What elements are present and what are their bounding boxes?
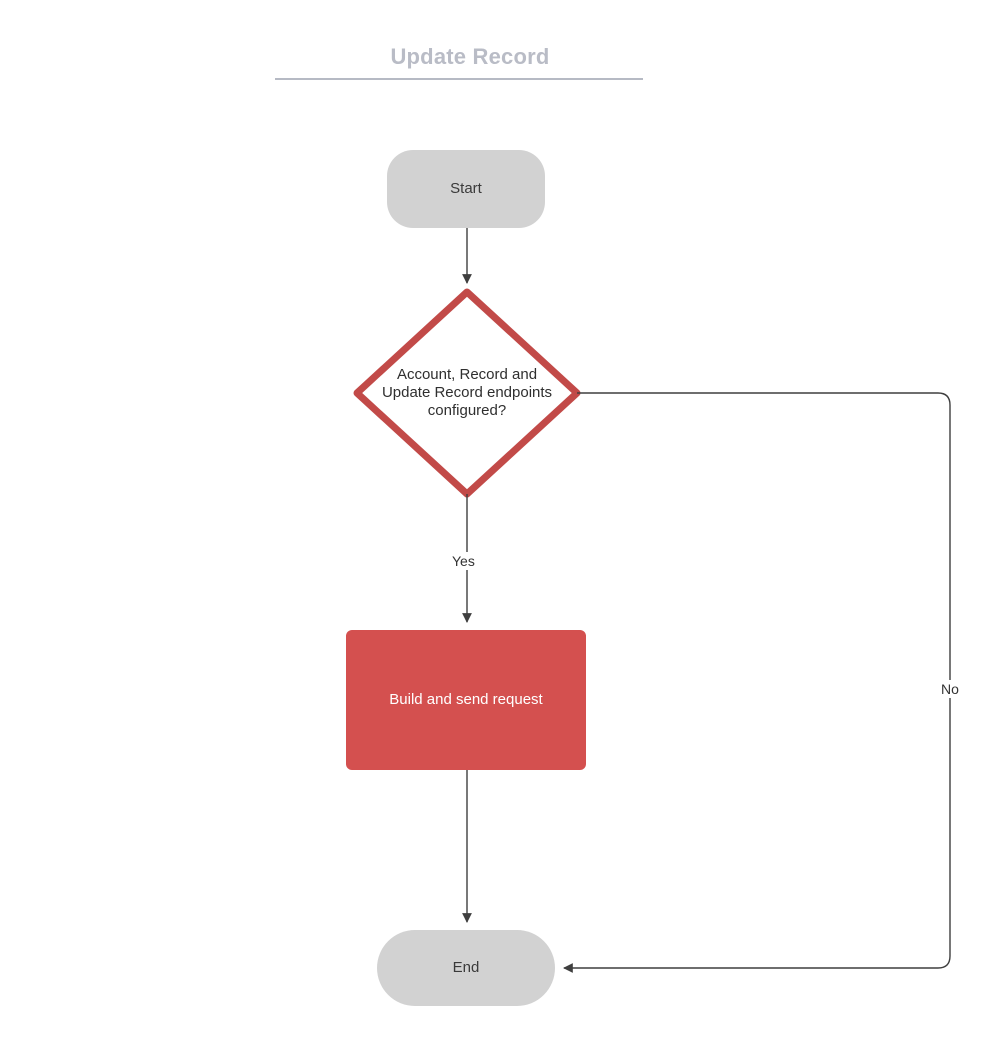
node-start-shape[interactable] <box>387 150 545 228</box>
title-underline <box>275 78 643 80</box>
edge-decision-end <box>563 392 951 973</box>
edge-label-yes: Yes <box>449 552 478 570</box>
node-end-shape[interactable] <box>377 930 555 1006</box>
edge-label-no: No <box>938 680 962 698</box>
diagram-title: Update Record <box>390 44 550 69</box>
node-decision-shape[interactable] <box>353 288 581 498</box>
node-process-shape[interactable] <box>346 630 586 770</box>
